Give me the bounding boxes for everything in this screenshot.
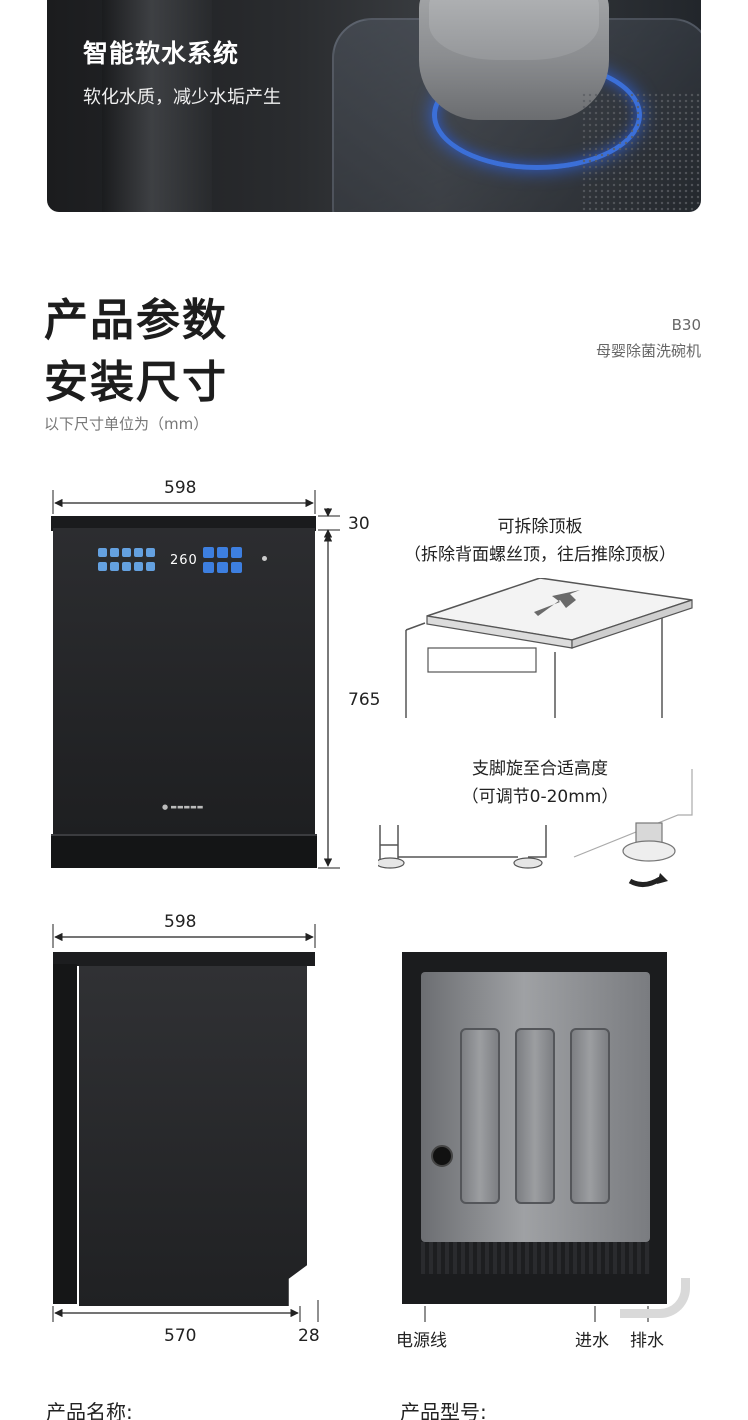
front-dishwasher-body — [53, 528, 315, 834]
banner-cap-top-graphic — [429, 0, 599, 60]
power-plug-icon — [431, 1145, 453, 1167]
foot-adjust-title: 支脚旋至合适高度 — [472, 759, 608, 779]
back-rib-right — [570, 1028, 610, 1204]
back-rib-left — [460, 1028, 500, 1204]
side-dishwasher-body — [79, 966, 307, 1306]
removable-top-sketch — [405, 578, 693, 718]
front-width-label: 598 — [164, 478, 197, 498]
top-thickness-label: 30 — [348, 514, 370, 534]
removable-top-title: 可拆除顶板 — [497, 517, 583, 537]
banner-title: 智能软水系统 — [83, 39, 240, 68]
section-title-install: 安装尺寸 — [44, 357, 228, 408]
door-thickness-label: 28 — [298, 1326, 320, 1346]
drain-hose-graphic — [620, 1278, 690, 1318]
model-name: 母婴除菌洗碗机 — [595, 342, 701, 360]
side-top-panel — [53, 952, 315, 966]
banner-subtitle: 软化水质，减少水垢产生 — [83, 87, 281, 108]
water-inlet-label: 进水 — [575, 1331, 609, 1351]
water-drain-label: 排水 — [630, 1331, 664, 1351]
unit-note: 以下尺寸单位为（mm） — [44, 415, 209, 433]
back-rib-center — [515, 1028, 555, 1204]
adjustable-foot-sketch — [378, 769, 693, 887]
banner-mesh-graphic — [581, 92, 701, 212]
side-depth-label: 570 — [164, 1326, 197, 1346]
model-code: B30 — [671, 316, 701, 334]
power-cord-label: 电源线 — [396, 1331, 447, 1351]
back-vent-grille — [421, 1242, 650, 1274]
control-panel-program-icons — [98, 548, 156, 572]
product-model-label: 产品型号: — [400, 1400, 487, 1420]
side-door-panel — [53, 964, 77, 1304]
brand-logo: ● ▬▬▬▬▬ — [162, 803, 204, 811]
control-panel-display: 260 — [170, 553, 198, 568]
section-title-params: 产品参数 — [44, 295, 228, 346]
banner-pipe-graphic — [102, 0, 212, 212]
front-kick-plate — [51, 834, 317, 868]
front-top-panel — [51, 516, 316, 531]
removable-top-detail: （拆除背面螺丝顶，往后推除顶板） — [404, 545, 676, 565]
foot-adjust-detail: （可调节0-20mm） — [461, 787, 619, 807]
power-dot-icon — [262, 556, 267, 561]
front-height-label: 765 — [348, 690, 381, 710]
banner: 智能软水系统 软化水质，减少水垢产生 — [47, 0, 701, 212]
control-panel-keys — [203, 547, 243, 573]
side-width-label: 598 — [164, 912, 197, 932]
product-name-label: 产品名称: — [46, 1400, 133, 1420]
